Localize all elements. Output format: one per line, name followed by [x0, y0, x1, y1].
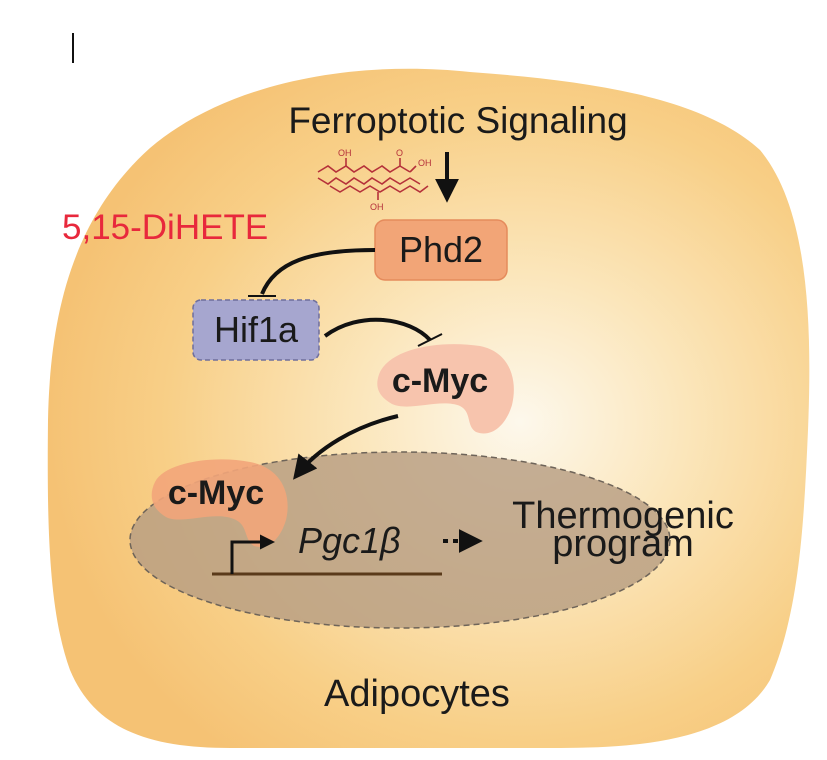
gene-label: Pgc1β [298, 520, 401, 561]
lipid-oh-label-2: OH [418, 158, 432, 168]
lipid-label: 5,15-DiHETE [62, 208, 268, 247]
cell-label: Adipocytes [324, 673, 510, 715]
hif1a-box [192, 299, 320, 361]
lipid-o-label: O [396, 148, 403, 158]
cmyc-cytoplasm-label: c-Myc [392, 362, 488, 400]
adipocyte-cell [47, 68, 810, 748]
phd2-inhibits-hif1a [260, 248, 376, 295]
lipid-structure-icon [317, 158, 429, 200]
lipid-oh-label-3: OH [370, 202, 384, 212]
signal-label: Ferroptotic Signaling [288, 100, 627, 141]
transcription-start-arrow [230, 534, 275, 574]
hif1a-label: Hif1a [214, 309, 299, 350]
hif1a-inhibits-cmyc [323, 317, 432, 342]
cmyc-nucleus-shape [151, 459, 288, 547]
cmyc-nucleus-label: c-Myc [168, 474, 264, 512]
cmyc-translocation-arrow [293, 414, 399, 480]
cmyc-cytoplasm-shape [377, 344, 514, 434]
outcome-line2: program [552, 523, 694, 565]
outcome-line1: Thermogenic [512, 495, 734, 537]
lipid-oh-label-1: OH [338, 148, 352, 158]
inhibition-bar-2 [417, 333, 443, 347]
phd2-label: Phd2 [399, 229, 483, 270]
